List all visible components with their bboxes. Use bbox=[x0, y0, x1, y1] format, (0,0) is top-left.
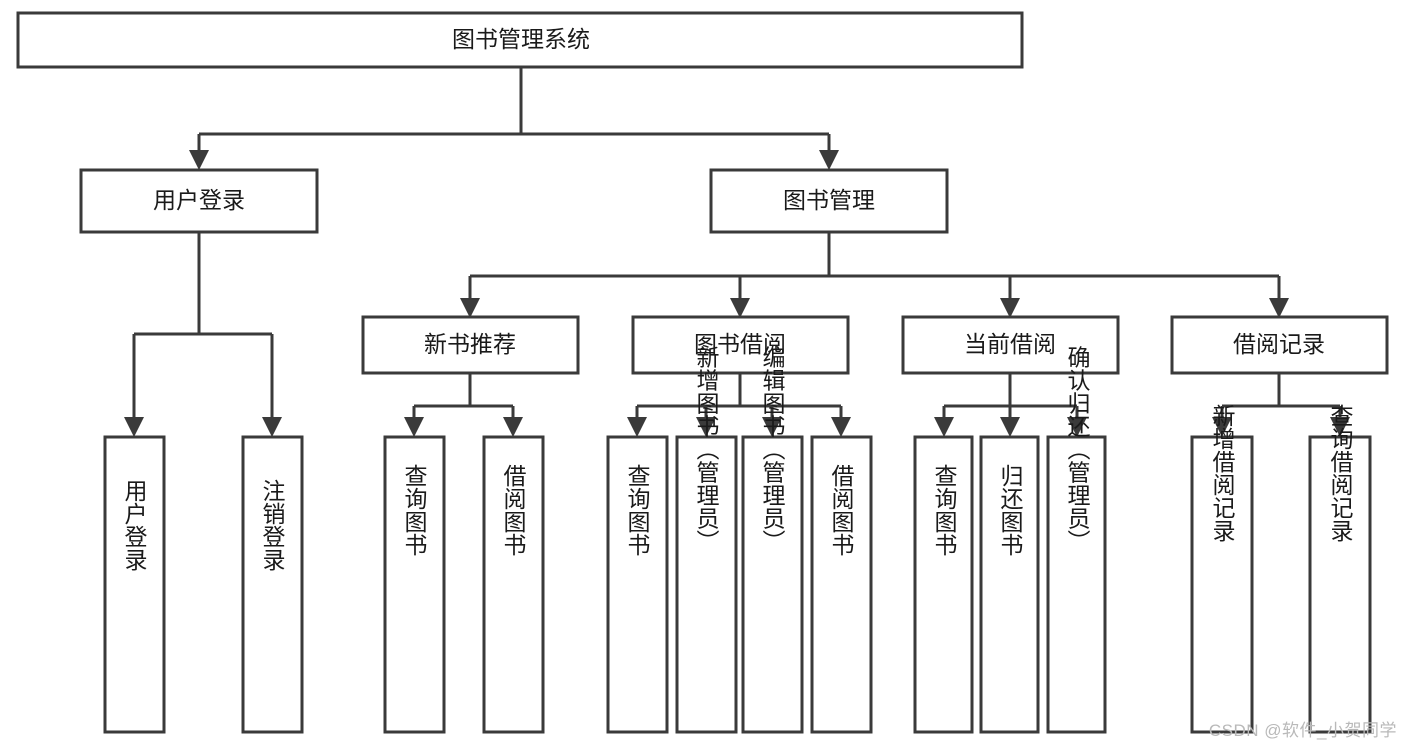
leaf-logout[interactable]: 注销登录 bbox=[241, 435, 304, 734]
node-new-book-recommend-box[interactable] bbox=[361, 315, 580, 375]
node-user-login-label: 用户登录 bbox=[153, 187, 245, 213]
arrow-bw-query bbox=[627, 417, 647, 437]
arrow-cur-confirm bbox=[1067, 417, 1087, 437]
leaf-rec-query-record[interactable]: 查询借阅记录 bbox=[1308, 404, 1372, 734]
leaf-bw-edit-book-label: 编辑图书（管理员） bbox=[759, 346, 786, 553]
arrow-rec-add bbox=[1212, 417, 1232, 437]
node-book-borrow[interactable]: 图书借阅 bbox=[631, 315, 850, 375]
leaf-nb-borrow-book-label: 借阅图书 bbox=[500, 464, 527, 556]
leaf-rec-add-record-box[interactable] bbox=[1190, 435, 1254, 734]
arrow-leaf-user-login bbox=[124, 417, 144, 437]
connector-layer bbox=[124, 67, 1350, 437]
arrow-user-login bbox=[189, 150, 209, 170]
leaf-nb-query-book-box[interactable] bbox=[383, 435, 446, 734]
leaf-bw-borrow-book-label: 借阅图书 bbox=[828, 464, 855, 556]
arrow-bw-add bbox=[696, 417, 716, 437]
arrow-current bbox=[1000, 298, 1020, 318]
leaf-user-login-box[interactable] bbox=[103, 435, 166, 734]
node-root-box[interactable] bbox=[16, 11, 1024, 69]
node-book-management-label: 图书管理 bbox=[783, 187, 875, 213]
leaf-bw-query-book[interactable]: 查询图书 bbox=[606, 435, 669, 734]
arrow-nb-query bbox=[404, 417, 424, 437]
leaf-bw-query-book-box[interactable] bbox=[606, 435, 669, 734]
node-borrow-record-label: 借阅记录 bbox=[1233, 331, 1325, 357]
leaf-bw-query-book-label: 查询图书 bbox=[624, 464, 651, 556]
leaf-rec-add-record[interactable]: 新增借阅记录 bbox=[1190, 404, 1254, 734]
leaf-bw-add-book-label: 新增图书（管理员） bbox=[693, 346, 720, 553]
leaf-logout-label: 注销登录 bbox=[259, 479, 286, 571]
node-new-book-recommend-label: 新书推荐 bbox=[424, 331, 516, 357]
node-book-borrow-box[interactable] bbox=[631, 315, 850, 375]
leaf-user-login[interactable]: 用户登录 bbox=[103, 435, 166, 734]
leaf-rec-query-record-box[interactable] bbox=[1308, 435, 1372, 734]
arrow-record bbox=[1269, 298, 1289, 318]
arrow-cur-return bbox=[1000, 417, 1020, 437]
leaf-cur-confirm-return-label: 确认归还（管理员） bbox=[1064, 346, 1091, 553]
leaf-nb-query-book-label: 查询图书 bbox=[401, 464, 428, 556]
node-book-borrow-label: 图书借阅 bbox=[694, 331, 786, 357]
leaf-rec-query-record-label: 查询借阅记录 bbox=[1327, 404, 1354, 542]
node-current-borrow-box[interactable] bbox=[901, 315, 1120, 375]
leaf-bw-edit-book[interactable]: 编辑图书（管理员） bbox=[741, 346, 804, 734]
leaf-cur-return-book[interactable]: 归还图书 bbox=[979, 435, 1040, 734]
node-book-management[interactable]: 图书管理 bbox=[709, 168, 949, 234]
leaf-user-login-label: 用户登录 bbox=[121, 479, 148, 571]
node-current-borrow[interactable]: 当前借阅 bbox=[901, 315, 1120, 375]
arrow-new-book bbox=[460, 298, 480, 318]
arrow-leaf-logout bbox=[262, 417, 282, 437]
leaf-logout-box[interactable] bbox=[241, 435, 304, 734]
leaf-cur-query-book-box[interactable] bbox=[913, 435, 974, 734]
leaf-bw-borrow-book-box[interactable] bbox=[810, 435, 873, 734]
csdn-watermark: CSDN @软件_小贺同学 bbox=[1208, 721, 1397, 740]
node-new-book-recommend[interactable]: 新书推荐 bbox=[361, 315, 580, 375]
leaf-cur-confirm-return-box[interactable] bbox=[1046, 435, 1107, 734]
arrow-bw-borrow bbox=[831, 417, 851, 437]
arrow-rec-query bbox=[1330, 417, 1350, 437]
arrow-nb-borrow bbox=[503, 417, 523, 437]
leaf-nb-query-book[interactable]: 查询图书 bbox=[383, 435, 446, 734]
leaf-bw-borrow-book[interactable]: 借阅图书 bbox=[810, 435, 873, 734]
leaf-nb-borrow-book-box[interactable] bbox=[482, 435, 545, 734]
node-root-label: 图书管理系统 bbox=[452, 26, 590, 52]
leaf-bw-add-book-box[interactable] bbox=[675, 435, 738, 734]
node-current-borrow-label: 当前借阅 bbox=[964, 331, 1056, 357]
leaf-cur-query-book[interactable]: 查询图书 bbox=[913, 435, 974, 734]
arrow-borrow bbox=[730, 298, 750, 318]
node-borrow-record-box[interactable] bbox=[1170, 315, 1389, 375]
node-book-management-box[interactable] bbox=[709, 168, 949, 234]
leaf-cur-return-book-box[interactable] bbox=[979, 435, 1040, 734]
leaf-nb-borrow-book[interactable]: 借阅图书 bbox=[482, 435, 545, 734]
leaf-cur-confirm-return[interactable]: 确认归还（管理员） bbox=[1046, 346, 1107, 734]
node-borrow-record[interactable]: 借阅记录 bbox=[1170, 315, 1389, 375]
leaf-rec-add-record-label: 新增借阅记录 bbox=[1209, 404, 1236, 542]
arrow-cur-query bbox=[934, 417, 954, 437]
arrow-book-mgmt bbox=[819, 150, 839, 170]
node-root[interactable]: 图书管理系统 bbox=[16, 11, 1024, 69]
leaf-cur-query-book-label: 查询图书 bbox=[931, 464, 958, 556]
leaf-bw-add-book[interactable]: 新增图书（管理员） bbox=[675, 346, 738, 734]
leaf-bw-edit-book-box[interactable] bbox=[741, 435, 804, 734]
arrow-bw-edit bbox=[762, 417, 782, 437]
leaf-cur-return-book-label: 归还图书 bbox=[997, 464, 1024, 556]
node-user-login-box[interactable] bbox=[79, 168, 319, 234]
node-user-login[interactable]: 用户登录 bbox=[79, 168, 319, 234]
